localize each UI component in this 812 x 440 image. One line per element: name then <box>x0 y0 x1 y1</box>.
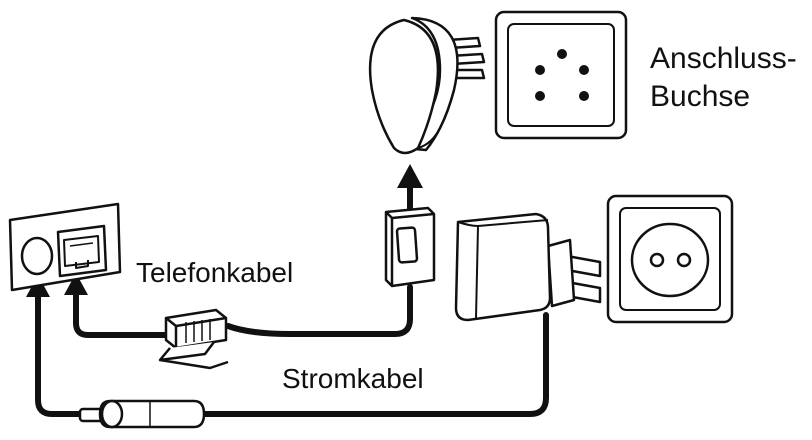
wall-power-outlet <box>606 194 734 324</box>
label-socket-line1: Anschluss- <box>650 42 797 75</box>
power-jack <box>20 236 54 276</box>
power-adapter <box>454 212 602 322</box>
cables <box>35 179 549 417</box>
power-cable <box>197 312 549 417</box>
rj-plug <box>158 308 229 370</box>
label-power-cable: Stromkabel <box>282 363 424 394</box>
power-lead-to-base <box>35 289 87 417</box>
socket-pin-holes <box>535 49 589 101</box>
inline-filter <box>384 206 436 288</box>
arrow-to-phone-port <box>64 273 88 295</box>
arrow-to-adapter <box>397 164 423 188</box>
outlet-hole-left <box>649 252 665 268</box>
label-phone-cable: Telefonkabel <box>136 257 293 288</box>
base-station-panel <box>8 202 122 292</box>
plug-adapter <box>368 16 486 155</box>
wall-phone-socket <box>494 10 628 140</box>
outlet-hole-right <box>676 252 692 268</box>
label-socket-line2: Buchse <box>650 80 750 113</box>
phone-cable-to-filter <box>225 284 413 337</box>
barrel-plug <box>78 399 206 429</box>
phone-cable-to-base <box>73 287 168 338</box>
